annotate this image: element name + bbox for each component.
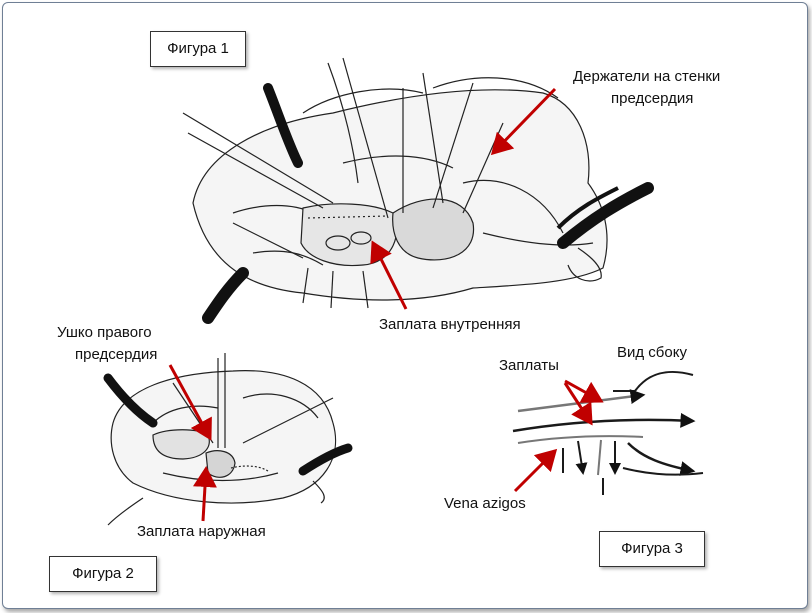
arrow-patches-upper	[564, 379, 604, 403]
label-inner-patch: Заплата внутренняя	[379, 316, 521, 333]
label-outer-patch: Заплата наружная	[137, 523, 266, 540]
arrow-to-holders	[490, 87, 557, 156]
label-appendage-line1: Ушко правого	[57, 324, 152, 341]
arrow-to-outer-patch	[192, 466, 217, 522]
pointer-arrows	[168, 87, 604, 522]
figure-3-schematic	[512, 371, 704, 495]
arrow-patches-lower	[563, 382, 593, 426]
figure-2-title: Фигура 2	[49, 556, 157, 592]
illustration-canvas	[103, 57, 704, 526]
figure-1-title: Фигура 1	[150, 31, 246, 67]
figure-3-title: Фигура 3	[599, 531, 705, 567]
arrow-to-vena-azigos	[513, 448, 558, 493]
label-appendage-line2: предсердия	[75, 346, 158, 363]
arrow-to-appendage	[168, 364, 212, 441]
arrow-to-inner-patch	[370, 240, 408, 310]
label-vena-azigos: Vena azigos	[444, 495, 526, 512]
label-holders-line1: Держатели на стенки	[573, 68, 721, 85]
label-patches: Заплаты	[499, 357, 559, 374]
figure-2-drawing	[103, 353, 353, 526]
figure-1-drawing	[182, 57, 654, 324]
label-holders-line2: предсердия	[611, 90, 694, 107]
label-side-view: Вид сбоку	[617, 344, 687, 361]
